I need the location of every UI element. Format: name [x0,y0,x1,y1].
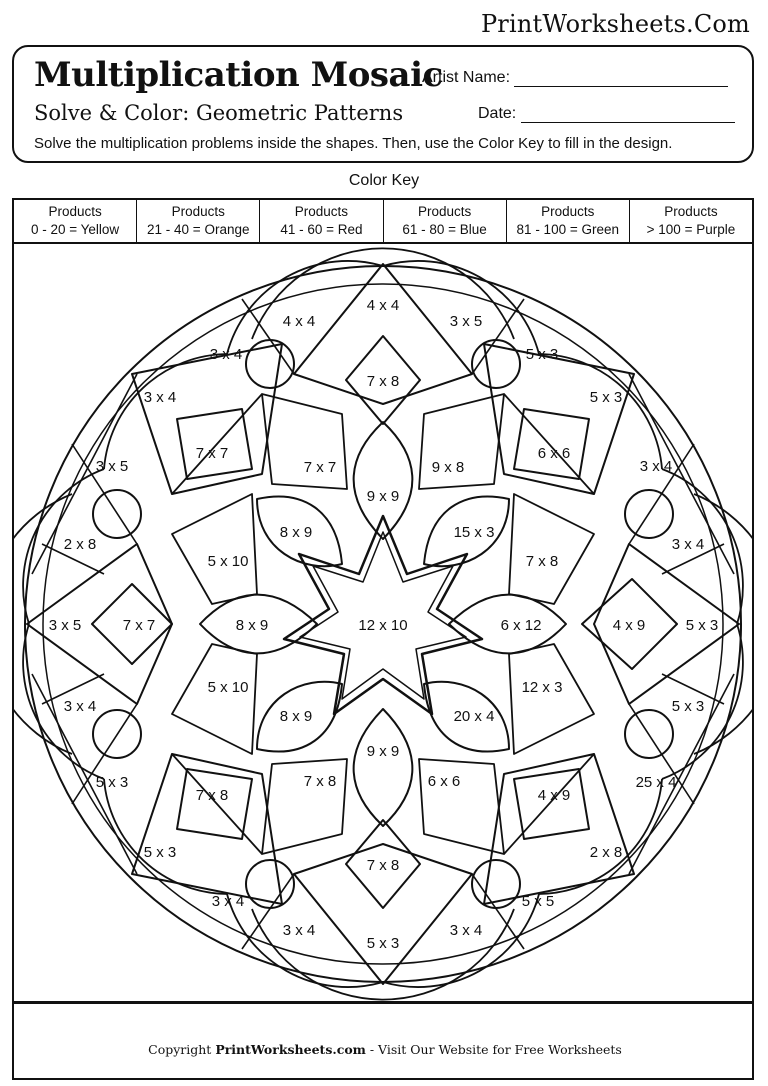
problem-label[interactable]: 2 x 8 [64,536,97,553]
problem-label[interactable]: 5 x 3 [672,698,705,715]
problem-label[interactable]: 12 x 3 [522,679,563,696]
key-range: 21 - 40 = Orange [147,222,250,237]
key-range: 41 - 60 = Red [280,222,363,237]
key-label: Products [541,204,595,219]
problem-label[interactable]: 3 x 4 [212,893,245,910]
problem-label[interactable]: 7 x 8 [367,373,400,390]
worksheet-subtitle: Solve & Color: Geometric Patterns [34,101,404,125]
artist-name-field[interactable]: Artist Name: [422,69,729,87]
problem-label[interactable]: 4 x 9 [538,787,571,804]
problem-label[interactable]: 5 x 3 [526,346,559,363]
problem-label[interactable]: 7 x 7 [123,617,156,634]
problem-label[interactable]: 4 x 4 [283,313,316,330]
problem-label[interactable]: 5 x 10 [208,553,249,570]
footer-frame: Copyright PrintWorksheets.com - Visit Ou… [12,1003,754,1080]
problem-label[interactable]: 2 x 8 [590,844,623,861]
worksheet-header: Multiplication Mosaic Solve & Color: Geo… [12,45,754,163]
date-label: Date: [478,105,517,122]
problem-label[interactable]: 5 x 3 [686,617,719,634]
problem-label[interactable]: 8 x 9 [280,708,313,725]
date-line[interactable] [520,107,735,123]
problem-label[interactable]: 3 x 5 [49,617,82,634]
footer-suffix: - Visit Our Website for Free Worksheets [365,1042,622,1057]
problem-label[interactable]: 25 x 4 [636,774,677,791]
key-label: Products [171,204,225,219]
color-key-cell: Products 81 - 100 = Green [507,200,630,242]
key-range: > 100 = Purple [646,222,736,237]
problem-label[interactable]: 9 x 8 [432,459,465,476]
problem-label[interactable]: 15 x 3 [454,524,495,541]
problem-label[interactable]: 3 x 5 [450,313,483,330]
problem-label[interactable]: 9 x 9 [367,488,400,505]
artist-name-line[interactable] [514,71,729,87]
problem-label[interactable]: 4 x 4 [367,297,400,314]
mandala-artwork: 12 x 10 4 x 4 4 x 4 3 x 5 3 x 4 5 x 3 3 … [12,247,754,1001]
instructions: Solve the multiplication problems inside… [34,135,673,152]
problem-label[interactable]: 3 x 4 [144,389,177,406]
center-star-inner [299,531,467,700]
color-key-cell: Products 61 - 80 = Blue [384,200,507,242]
problem-label[interactable]: 6 x 6 [428,773,461,790]
outer-scallops [12,247,754,1001]
color-key-table: Products 0 - 20 = Yellow Products 21 - 40 … [12,198,754,244]
problem-label[interactable]: 8 x 9 [280,524,313,541]
problem-labels: 12 x 10 4 x 4 4 x 4 3 x 5 3 x 4 5 x 3 3 … [49,297,719,952]
problem-label[interactable]: 7 x 8 [367,857,400,874]
color-key-cell: Products 21 - 40 = Orange [137,200,261,242]
petals [199,421,567,827]
problem-label[interactable]: 20 x 4 [454,708,495,725]
problem-label[interactable]: 7 x 7 [196,445,229,462]
artwork-frame [12,244,754,1003]
key-range: 81 - 100 = Green [516,222,619,237]
ring-circles [92,339,674,909]
color-key-cell: Products > 100 = Purple [630,200,752,242]
center-star-outer [282,514,484,716]
problem-label[interactable]: 3 x 5 [96,458,129,475]
diamonds [91,335,678,909]
problem-label[interactable]: 3 x 4 [672,536,705,553]
problem-label[interactable]: 6 x 12 [501,617,542,634]
problem-label[interactable]: 6 x 6 [538,445,571,462]
color-key-cell: Products 0 - 20 = Yellow [14,200,138,242]
problem-label[interactable]: 7 x 7 [304,459,337,476]
footer-copyright: Copyright PrintWorksheets.com - Visit Ou… [14,1042,756,1057]
problem-label[interactable]: 5 x 10 [208,679,249,696]
problem-label[interactable]: 8 x 9 [236,617,269,634]
problem-label[interactable]: 9 x 9 [367,743,400,760]
problem-label[interactable]: 7 x 8 [304,773,337,790]
problem-label[interactable]: 3 x 4 [450,922,483,939]
artist-name-label: Artist Name: [422,69,511,86]
problem-label[interactable]: 5 x 3 [144,844,177,861]
outer-inner-circle [42,283,724,965]
problem-label[interactable]: 5 x 5 [522,893,555,910]
color-key-title: Color Key [348,172,420,189]
footer-prefix: Copyright [148,1042,216,1057]
problem-label[interactable]: 3 x 4 [640,458,673,475]
key-label: Products [417,204,472,219]
key-label: Products [294,204,349,219]
key-range: 61 - 80 = Blue [402,222,487,237]
key-label: Products [664,204,718,219]
problem-label[interactable]: 3 x 4 [283,922,316,939]
key-label: Products [48,204,102,219]
footer-brand-link[interactable]: PrintWorksheets.com [215,1042,366,1057]
site-name: PrintWorksheets.Com [480,10,750,38]
worksheet-title: Multiplication Mosaic [34,55,443,95]
problem-label[interactable]: 7 x 8 [526,553,559,570]
problem-label[interactable]: 5 x 3 [96,774,129,791]
color-key-cell: Products 41 - 60 = Red [260,200,384,242]
problem-label[interactable]: 12 x 10 [358,617,407,634]
problem-label[interactable]: 3 x 4 [210,346,243,363]
problem-label[interactable]: 7 x 8 [196,787,229,804]
date-field[interactable]: Date: [478,105,735,123]
problem-label[interactable]: 4 x 9 [613,617,646,634]
problem-label[interactable]: 5 x 3 [590,389,623,406]
problem-label[interactable]: 5 x 3 [367,935,400,952]
key-range: 0 - 20 = Yellow [30,222,120,237]
problem-label[interactable]: 3 x 4 [64,698,97,715]
